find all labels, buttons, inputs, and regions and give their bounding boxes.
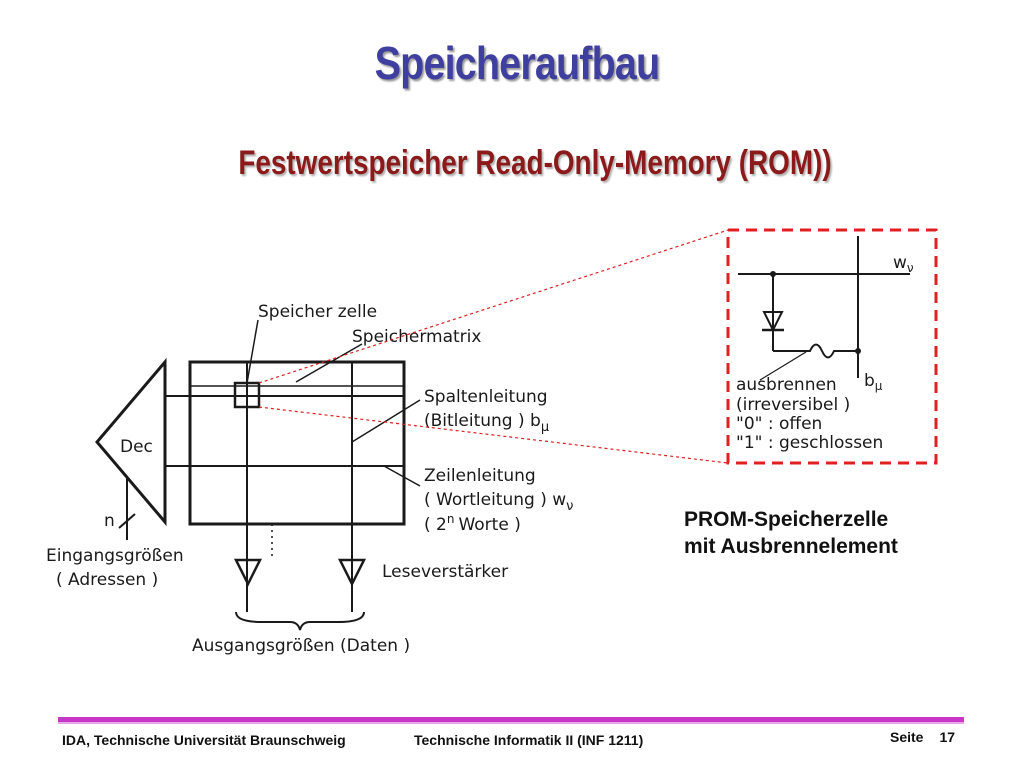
detail-frame: [726, 228, 938, 465]
detail-caption: PROM-Speicherzelle mit Ausbrennelement: [684, 506, 898, 560]
detail-word-label: wν: [893, 253, 914, 275]
footer-page-number: 17: [939, 729, 956, 745]
amplifier-label: Leseverstärker: [382, 562, 508, 582]
input-bus-slash: [118, 513, 136, 529]
bitline-leader: [351, 399, 421, 443]
caption-line1: PROM-Speicherzelle: [684, 508, 889, 531]
detail-bit-label: bμ: [864, 371, 883, 393]
row-count-sup: n: [447, 512, 455, 526]
matrix-label: Speichermatrix: [352, 327, 481, 347]
column-line-label2: (Bitleitung ) bμ: [424, 411, 549, 435]
input-label-line1: Eingangsgrößen: [46, 546, 184, 566]
detail-note-line3: "0" : offen: [736, 414, 822, 434]
column-line-text: (Bitleitung ) b: [424, 411, 541, 431]
footer-course: Technische Informatik II (INF 1211): [414, 732, 644, 748]
detail-fuse: [773, 343, 858, 359]
row-line-sub: ν: [566, 499, 573, 514]
slide-title: Speicheraufbau: [374, 37, 661, 89]
detail-bit-sub: μ: [875, 379, 883, 393]
input-count-label: n: [104, 511, 115, 531]
memory-matrix: [188, 360, 406, 526]
row-line-text: ( Wortleitung ) w: [424, 490, 566, 510]
column-line-label1: Spaltenleitung: [424, 387, 548, 407]
footer-page: Seite 17: [890, 729, 955, 745]
input-label-line2: ( Adressen ): [56, 570, 158, 590]
decoder-triangle: [95, 357, 167, 527]
cell-label: Speicher zelle: [258, 302, 377, 322]
column-line-sub: μ: [541, 420, 549, 435]
slide-subtitle: Festwertspeicher Read-Only-Memory (ROM)): [238, 144, 832, 182]
detail-fuse-leader: [759, 351, 807, 381]
detail-note-line2: (irreversibel ): [736, 395, 850, 415]
wordline-leader: [383, 465, 421, 487]
detail-diode-triangle: [762, 311, 784, 333]
footer-institution: IDA, Technische Universität Braunschweig: [62, 732, 346, 748]
detail-word-text: w: [893, 253, 907, 273]
footer-page-label: Seite: [890, 729, 924, 745]
decoder-label: Dec: [120, 437, 153, 457]
output-label: Ausgangsgrößen (Daten ): [192, 636, 410, 656]
detail-bit-text: b: [864, 371, 875, 391]
footer-divider: [58, 717, 964, 724]
caption-line2: mit Ausbrennelement: [684, 535, 898, 558]
detail-note-line1: ausbrennen: [736, 375, 837, 395]
sense-amplifier-1: [233, 558, 263, 587]
zoom-line-top: [258, 229, 729, 384]
row-line-label1: Zeilenleitung: [424, 466, 536, 486]
output-brace: [235, 611, 365, 631]
row-count-a: ( 2: [424, 515, 447, 535]
zoom-line-bottom: [258, 406, 729, 464]
detail-word-sub: ν: [907, 261, 914, 275]
matrix-leader: [295, 343, 363, 383]
sense-amplifier-2: [337, 558, 367, 587]
row-line-label2: ( Wortleitung ) wν: [424, 490, 573, 514]
row-count-b: Worte ): [458, 515, 520, 535]
cell-leader: [246, 319, 259, 384]
detail-note-line4: "1" : geschlossen: [736, 433, 883, 453]
